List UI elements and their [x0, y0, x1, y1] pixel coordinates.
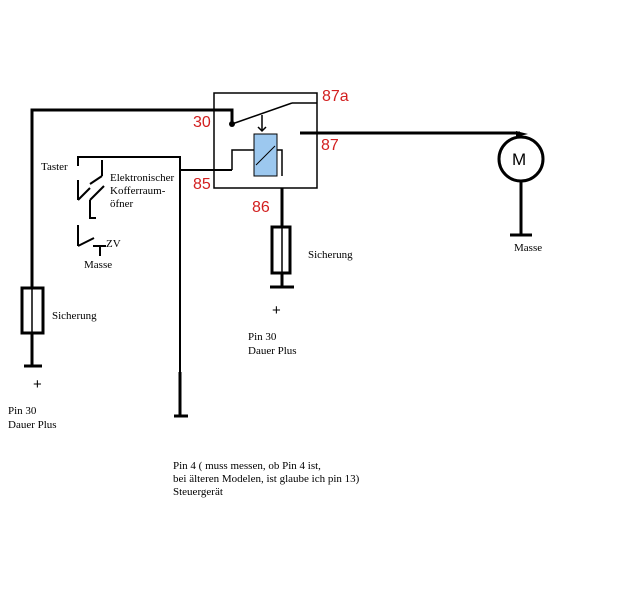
wire-87-arrow	[516, 131, 528, 137]
zv-label: ZV	[106, 238, 121, 250]
masse-motor-label: Masse	[514, 242, 542, 254]
pin4-line1: Pin 4 ( muss messen, ob Pin 4 ist,	[173, 460, 321, 472]
pin30-mid-line2: Dauer Plus	[248, 345, 297, 357]
pin-30-label: 30	[193, 114, 211, 131]
relay-contact	[231, 102, 317, 133]
motor-label: M	[512, 150, 526, 169]
middle-fuse	[270, 225, 292, 275]
coil-lead-85	[231, 149, 254, 170]
coil-lead-86	[277, 149, 283, 176]
opener-label-line3: öfner	[110, 198, 134, 210]
pin30-mid-line1: Pin 30	[248, 331, 277, 343]
taster-switch	[77, 156, 181, 372]
opener-label-line2: Kofferraum-	[110, 185, 166, 197]
taster-label: Taster	[41, 161, 68, 173]
pin-86-label: 86	[252, 199, 270, 216]
sicherung-mid-label: Sicherung	[308, 249, 353, 261]
masse-left-label: Masse	[84, 259, 112, 271]
relay-body	[213, 92, 318, 189]
left-supply-wire	[30, 108, 234, 334]
relay-coil-diagonal	[255, 145, 276, 166]
plus-left: +	[33, 376, 42, 393]
sicherung-left-label: Sicherung	[52, 310, 97, 322]
plus-mid: +	[272, 302, 281, 319]
relay-pivot	[229, 121, 235, 127]
pin4-line3: Steuergerät	[173, 486, 223, 498]
pin30-left-line2: Dauer Plus	[8, 419, 57, 431]
pin-85-label: 85	[193, 176, 211, 193]
opener-label-line1: Elektronischer	[110, 172, 174, 184]
pin4-line2: bei älteren Modelen, ist glaube ich pin …	[173, 473, 360, 485]
pin-87-label: 87	[321, 137, 339, 154]
pin-87a-label: 87a	[322, 88, 349, 105]
pin30-left-line1: Pin 30	[8, 405, 37, 417]
